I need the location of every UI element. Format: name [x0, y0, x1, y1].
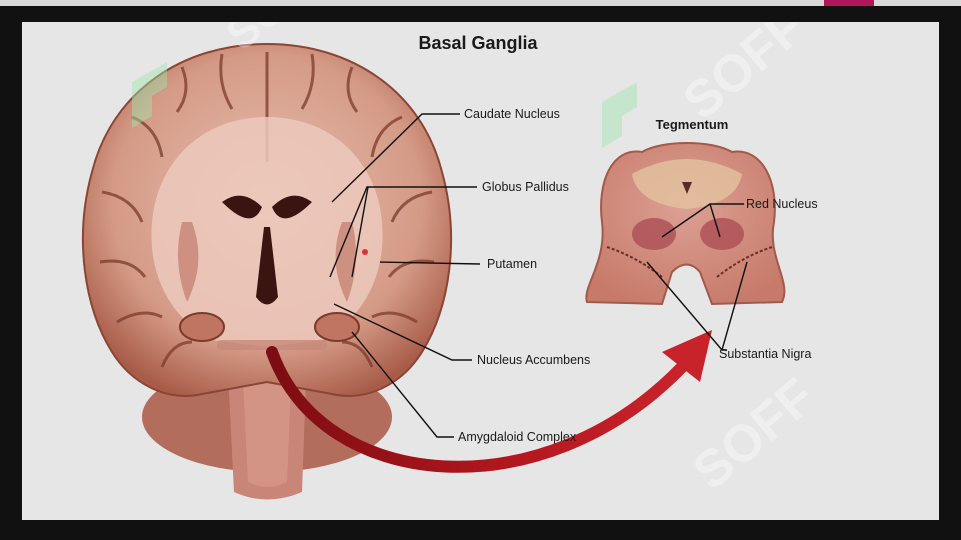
- third-ventricle: [256, 227, 278, 305]
- putamen-marker: [362, 249, 368, 255]
- watermark-top-right: SOFF: [672, 22, 816, 131]
- basal-ganglia-diagram: Basal Ganglia Tegmentum Caudate Nucleus …: [81, 22, 826, 502]
- label-nucleus-accumbens: Nucleus Accumbens: [477, 353, 590, 367]
- lateral-ventricle-left: [222, 195, 262, 219]
- caudate-leader: [331, 113, 460, 203]
- substantia-nigra-right: [716, 246, 773, 278]
- leader-lines: [329, 113, 748, 438]
- label-red-nucleus: Red Nucleus: [746, 197, 818, 211]
- logo-mark-left: [132, 62, 167, 128]
- tegmentum-title: Tegmentum: [656, 117, 729, 132]
- top-strip: [0, 0, 961, 6]
- label-substantia-nigra: Substantia Nigra: [719, 347, 811, 361]
- slide-canvas: Basal Ganglia Tegmentum Caudate Nucleus …: [22, 22, 939, 520]
- amygdala-leader: [351, 331, 454, 438]
- putamen-right: [335, 222, 356, 302]
- logo-mark-right: [602, 82, 637, 148]
- putamen-leader: [379, 261, 481, 265]
- connection-arrow: [266, 330, 712, 473]
- watermark-bottom-right: SOFF: [682, 368, 826, 502]
- red-nucleus-right: [700, 218, 744, 250]
- label-putamen: Putamen: [487, 257, 537, 271]
- label-globus-pallidus: Globus Pallidus: [482, 180, 569, 194]
- accumbens-leader: [333, 303, 472, 361]
- label-amygdaloid-complex: Amygdaloid Complex: [458, 430, 577, 444]
- red-nucleus-left: [632, 218, 676, 250]
- globus-leader: [329, 186, 477, 278]
- label-caudate-nucleus: Caudate Nucleus: [464, 107, 560, 121]
- logo-mark-group: [132, 62, 637, 148]
- accent-tab: [824, 0, 874, 6]
- tegmentum-section: [585, 142, 786, 306]
- putamen-left: [178, 222, 199, 302]
- lateral-ventricle-right: [272, 195, 312, 219]
- diagram-title: Basal Ganglia: [418, 33, 538, 53]
- brain-coronal-section: [81, 42, 453, 500]
